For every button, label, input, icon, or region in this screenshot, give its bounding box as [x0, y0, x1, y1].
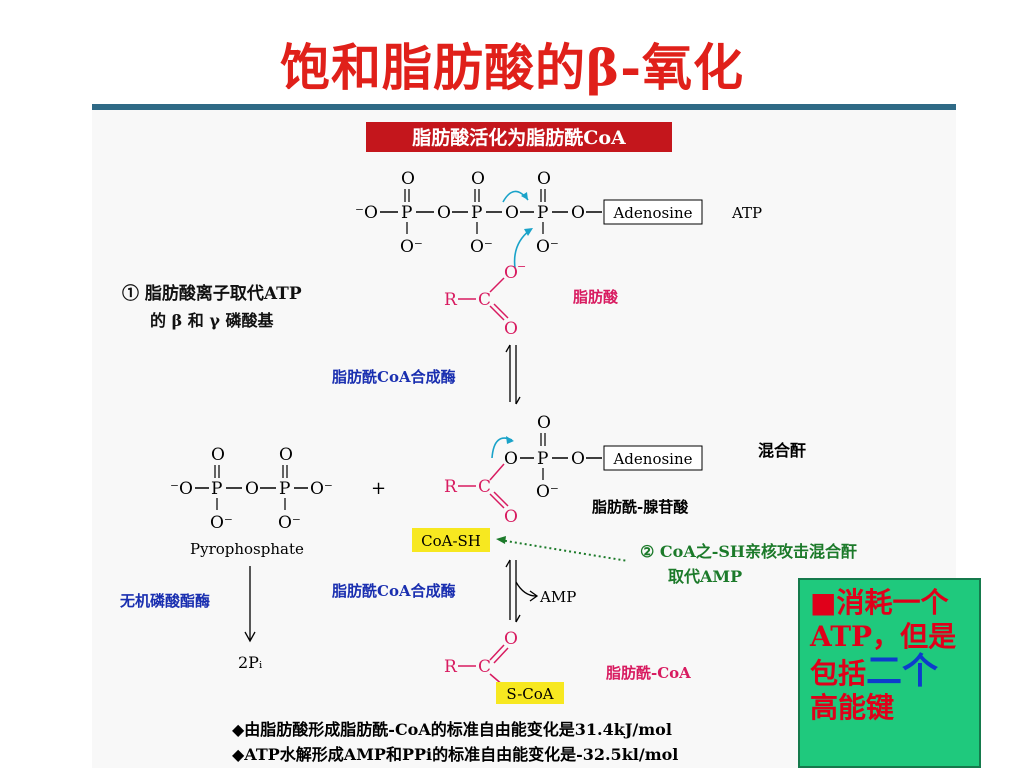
svg-text:P: P — [279, 479, 290, 499]
atp-label: ATP — [731, 204, 762, 222]
note-line3-b: 二个 — [866, 650, 939, 692]
svg-text:O⁻: O⁻ — [310, 479, 333, 499]
note-line3: 包括二个 — [810, 653, 975, 691]
step2-line1: ② CoA之-SH亲核攻击混合酐 — [640, 542, 857, 561]
atp-o-top1: O — [401, 169, 415, 189]
svg-text:C: C — [478, 657, 491, 677]
note-line1: ■消耗一个 — [810, 586, 949, 619]
enzyme-label-2: 脂肪酰CoA合成酶 — [332, 582, 456, 600]
svg-text:O: O — [504, 449, 518, 469]
atp-p-alpha: P — [537, 203, 548, 223]
header-bar — [366, 122, 672, 152]
atp-o-top2: O — [471, 169, 485, 189]
atp-o-minus: ⁻O — [355, 203, 378, 223]
arrowhead — [496, 536, 506, 544]
mixed-anhydride-label: 混合酐 — [758, 441, 806, 460]
svg-text:O: O — [537, 413, 551, 433]
note-line4: 高能键 — [810, 691, 895, 724]
adenylate-adenosine-box: Adenosine — [612, 450, 692, 468]
svg-text:R: R — [444, 657, 458, 677]
atp-o-minus-b1: O⁻ — [400, 237, 423, 257]
two-pi-label: 2Pᵢ — [238, 653, 262, 672]
equilibrium-arrow-2 — [505, 559, 539, 623]
plus-sign: + — [371, 478, 386, 499]
fa-r: R — [444, 290, 458, 310]
acyl-coa-label: 脂肪酰-CoA — [606, 664, 691, 682]
svg-text:P: P — [211, 479, 222, 499]
atp-o-top3: O — [537, 169, 551, 189]
fatty-acid-label: 脂肪酸 — [573, 288, 619, 306]
svg-text:O⁻: O⁻ — [536, 482, 559, 502]
step1-line2: 的 β 和 γ 磷酸基 — [150, 311, 274, 330]
atp-o-ester: O — [571, 203, 585, 223]
svg-text:C: C — [478, 477, 491, 497]
scoa-label: S-CoA — [506, 685, 553, 703]
acyl-adenylate-label: 脂肪酰-腺苷酸 — [592, 498, 689, 516]
amp-label: AMP — [539, 588, 576, 606]
svg-text:O: O — [211, 445, 225, 465]
fa-c: C — [478, 290, 491, 310]
inorganic-enzyme-label: 无机磷酸酯酶 — [119, 592, 210, 610]
enzyme-label-1: 脂肪酰CoA合成酶 — [332, 368, 456, 386]
svg-text:O: O — [245, 479, 259, 499]
equilibrium-arrow-1 — [505, 344, 521, 405]
header-label: 脂肪酸活化为脂肪酰CoA — [412, 126, 626, 149]
arrowhead — [521, 192, 528, 200]
title-divider — [92, 104, 956, 110]
atp-o-bridge1: O — [437, 203, 451, 223]
svg-text:O⁻: O⁻ — [210, 513, 233, 533]
svg-text:O⁻: O⁻ — [278, 513, 301, 533]
svg-text:O: O — [504, 507, 518, 527]
atp-p-gamma: P — [401, 203, 412, 223]
pyrophosphate-molecule: ⁻O P O P O⁻ O O O⁻ O⁻ — [170, 445, 333, 533]
svg-text:O: O — [279, 445, 293, 465]
coash-highlight — [412, 528, 490, 552]
note-line2: ATP，但是 — [810, 620, 957, 653]
step1-line1: ① 脂肪酸离子取代ATP — [122, 283, 302, 304]
note-line3-a: 包括 — [810, 657, 867, 690]
bullet-free-energy-2: ◆ATP水解形成AMP和PPi的标准自由能变化是-32.5kl/mol — [232, 745, 678, 764]
bullet-free-energy-1: ◆由脂肪酸形成脂肪酰-CoA的标准自由能变化是31.4kJ/mol — [232, 720, 672, 739]
arrowhead — [524, 228, 533, 236]
pyrophosphate-label: Pyrophosphate — [190, 540, 304, 558]
atp-p-beta: P — [471, 203, 482, 223]
step2-line2: 取代AMP — [668, 567, 742, 586]
fatty-acid-molecule: O − R C O — [444, 260, 526, 339]
svg-text:O: O — [504, 629, 518, 649]
acyl-adenylate-molecule: O O P O O⁻ Adenosine R C O — [444, 413, 703, 527]
note-box: ■消耗一个 ATP，但是 包括二个 高能键 — [798, 578, 981, 768]
atp-o-bridge2: O — [505, 203, 519, 223]
svg-text:R: R — [444, 477, 458, 497]
acyl-coa-molecule: O R C — [444, 629, 518, 687]
atp-adenosine-box: Adenosine — [612, 204, 692, 222]
atp-o-minus-b2: O⁻ — [470, 237, 493, 257]
atp-o-minus-b3: O⁻ — [536, 237, 559, 257]
atp-molecule: ⁻O P O P O P O O O O O⁻ O⁻ O⁻ Adenosine … — [355, 169, 762, 257]
svg-text:P: P — [537, 449, 548, 469]
page-title: 饱和脂肪酸的β-氧化 — [280, 38, 744, 97]
arrowhead — [506, 436, 514, 444]
fa-o-minus: O — [504, 263, 518, 283]
scoa-highlight — [496, 682, 564, 704]
svg-text:−: − — [517, 260, 526, 273]
fa-o-double: O — [504, 319, 518, 339]
svg-text:O: O — [571, 449, 585, 469]
nucleophilic-attack-line — [499, 539, 629, 562]
coash-label: CoA-SH — [421, 532, 481, 550]
svg-text:⁻O: ⁻O — [170, 479, 193, 499]
